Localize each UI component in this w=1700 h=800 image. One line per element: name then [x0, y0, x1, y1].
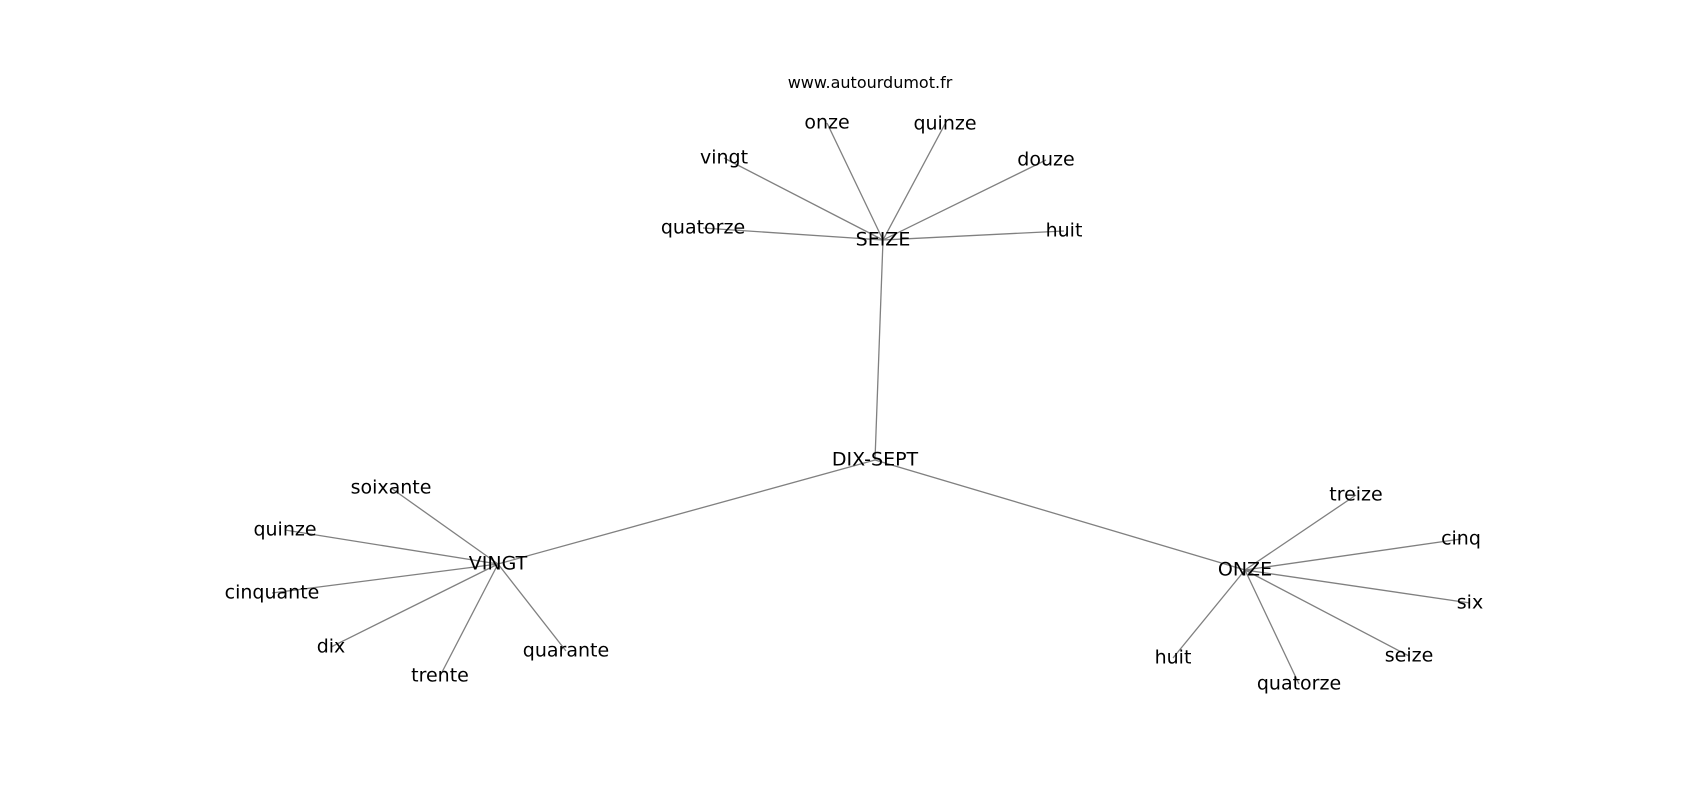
edge-h1-h1d: [882, 159, 1047, 241]
leaf-node: douze: [1017, 149, 1074, 171]
edge-h2-h2e: [439, 563, 499, 677]
edge-h1-h1b: [882, 123, 946, 241]
leaf-node: vingt: [700, 147, 748, 169]
leaf-node: seize: [1385, 645, 1434, 667]
leaf-node: huit: [1046, 220, 1083, 242]
leaf-node: quinze: [253, 519, 316, 541]
leaf-node: cinq: [1441, 528, 1481, 550]
hub-node: VINGT: [469, 553, 528, 575]
edge-h1-h1a: [826, 122, 884, 241]
leaf-node: treize: [1329, 484, 1382, 506]
edge-h3-h3a: [1244, 494, 1357, 571]
edge-h1-h1f: [882, 230, 1065, 241]
graph-edges: [271, 122, 1471, 685]
edge-center-h2: [497, 459, 876, 565]
hub-node: SEIZE: [856, 229, 911, 251]
edge-h3-h3f: [1172, 569, 1246, 659]
edge-h2-h2a: [390, 487, 499, 565]
leaf-node: dix: [317, 636, 346, 658]
site-url: www.autourdumot.fr: [788, 73, 953, 92]
edge-h3-h3d: [1244, 569, 1410, 657]
edge-center-h3: [874, 459, 1246, 571]
leaf-node: quatorze: [661, 217, 745, 239]
edge-h2-h2d: [330, 563, 499, 648]
edge-h3-h3c: [1244, 569, 1471, 604]
center-node: DIX-SEPT: [832, 449, 919, 471]
edge-h2-h2b: [284, 529, 499, 565]
leaf-node: quatorze: [1257, 673, 1341, 695]
leaf-node: soixante: [351, 477, 432, 499]
leaf-node: cinquante: [225, 582, 320, 604]
leaf-node: huit: [1155, 647, 1192, 669]
edge-h1-h1e: [702, 227, 884, 241]
edge-h3-h3e: [1244, 569, 1300, 685]
leaf-node: onze: [804, 112, 849, 134]
edge-h3-h3b: [1244, 538, 1462, 571]
leaf-node: quinze: [913, 113, 976, 135]
leaf-node: six: [1457, 592, 1483, 614]
edge-h1-h1c: [723, 157, 884, 241]
edge-h2-h2c: [271, 563, 499, 594]
edge-h2-h2f: [497, 563, 567, 652]
leaf-node: trente: [411, 665, 469, 687]
leaf-node: quarante: [523, 640, 609, 662]
hub-node: ONZE: [1218, 559, 1272, 581]
graph-nodes: DIX-SEPT SEIZE onze quinze vingt douze quatorz…: [225, 112, 1484, 695]
edge-center-h1: [874, 239, 884, 461]
